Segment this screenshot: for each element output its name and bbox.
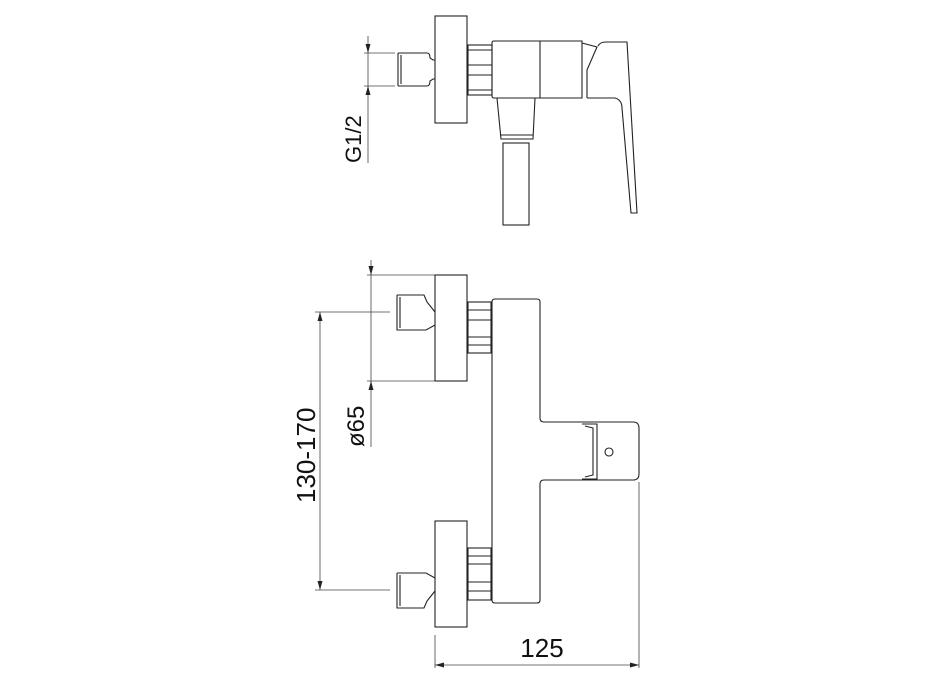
side-lever — [587, 41, 638, 214]
side-body — [491, 40, 583, 99]
side-nut — [467, 44, 493, 96]
bottom-nut — [467, 547, 492, 601]
mixer-body — [491, 298, 640, 604]
flange-diameter-dimension: ø65 — [343, 260, 435, 447]
side-cap — [581, 42, 598, 98]
side-flange — [434, 15, 468, 124]
thread-label: G1/2 — [341, 115, 366, 163]
flange-diameter-label: ø65 — [343, 406, 370, 447]
center-distance-dimension: 130-170 — [291, 311, 390, 591]
top-nut — [467, 301, 492, 354]
top-flange — [434, 274, 468, 382]
front-view — [396, 274, 640, 628]
mixer-lever — [582, 423, 598, 480]
bottom-inlet-stub — [396, 572, 436, 609]
side-thread-stub — [397, 52, 435, 87]
top-inlet-stub — [396, 294, 436, 331]
bottom-flange — [434, 520, 468, 628]
lever-hole — [604, 447, 614, 457]
side-spout-collar — [496, 97, 536, 140]
projection-label: 125 — [520, 633, 563, 663]
projection-dimension: 125 — [434, 482, 640, 668]
thread-dimension: G1/2 — [341, 36, 395, 163]
side-spout-pipe — [502, 142, 530, 226]
side-view — [397, 15, 638, 226]
center-distance-label: 130-170 — [291, 408, 321, 503]
